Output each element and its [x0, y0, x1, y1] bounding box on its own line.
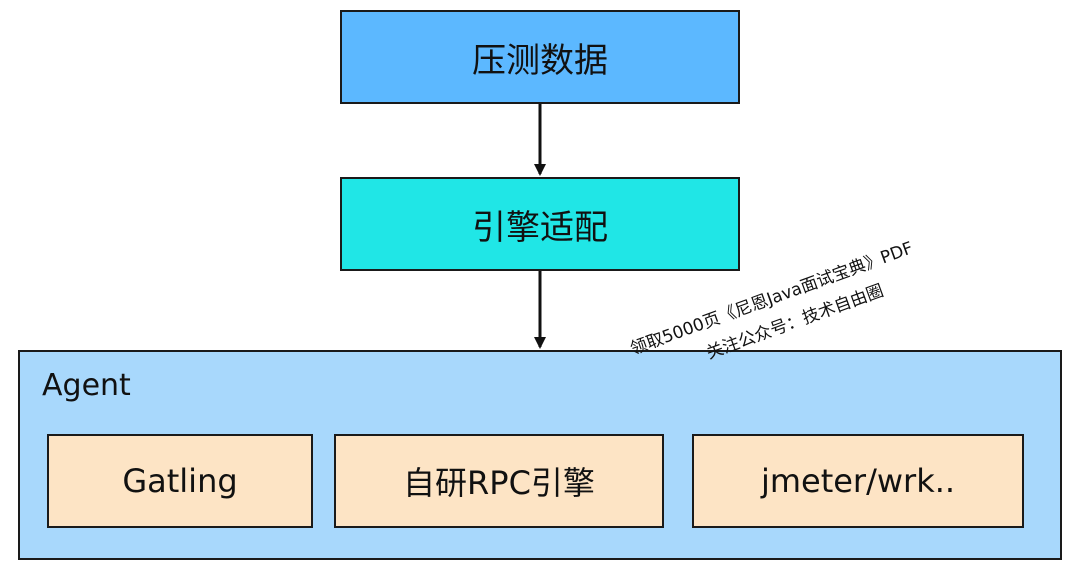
tool-jmeter-wrk-label: jmeter/wrk.. — [760, 462, 956, 500]
tool-rpc-engine-label: 自研RPC引擎 — [403, 464, 595, 502]
pressure-data-node: 压测数据 — [340, 10, 740, 104]
pressure-data-label: 压测数据 — [472, 40, 608, 81]
tool-jmeter-wrk-node: jmeter/wrk.. — [692, 434, 1024, 528]
agent-label: Agent — [42, 368, 131, 403]
tool-gatling-label: Gatling — [122, 462, 238, 500]
tool-rpc-engine-node: 自研RPC引擎 — [334, 434, 664, 528]
engine-adapter-label: 引擎适配 — [472, 207, 608, 248]
engine-adapter-node: 引擎适配 — [340, 177, 740, 271]
tool-gatling-node: Gatling — [47, 434, 313, 528]
agent-container: Agent Gatling 自研RPC引擎 jmeter/wrk.. — [18, 350, 1062, 560]
